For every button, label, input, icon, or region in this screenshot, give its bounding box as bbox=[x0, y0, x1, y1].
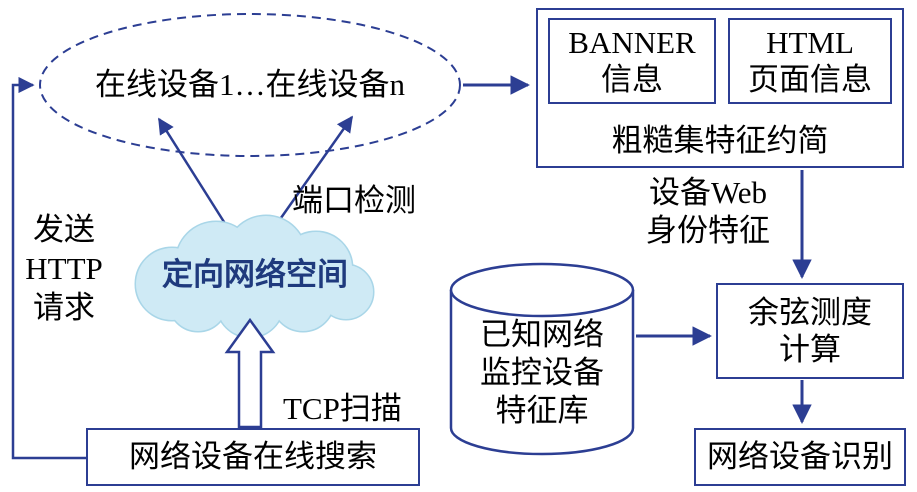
rough-set-label: 粗糙集特征约简 bbox=[611, 123, 829, 159]
feature-db-cylinder bbox=[449, 262, 635, 456]
recognition-box: 网络设备识别 bbox=[694, 428, 906, 486]
cloud-label: 定向网络空间 bbox=[162, 257, 348, 292]
http-request-label: 发送 HTTP 请求 bbox=[25, 212, 103, 326]
banner-info-box: BANNER 信息 bbox=[548, 18, 716, 104]
web-identity-label: 设备Web 身份特征 bbox=[646, 175, 770, 248]
port-detection-label: 端口检测 bbox=[292, 183, 416, 218]
feature-db-label: 已知网络 监控设备 特征库 bbox=[480, 317, 604, 428]
network-cloud bbox=[134, 214, 375, 339]
feature-extraction-group: BANNER 信息 HTML 页面信息 粗糙集特征约简 bbox=[536, 8, 904, 168]
online-devices-ellipse bbox=[39, 13, 461, 157]
http-request-path bbox=[11, 76, 86, 460]
cosine-box: 余弦测度 计算 bbox=[716, 283, 904, 379]
tcp-scan-block-arrow bbox=[224, 317, 276, 429]
online-devices-label: 在线设备1…在线设备n bbox=[95, 67, 405, 102]
tcp-scan-label: TCP扫描 bbox=[283, 391, 402, 426]
search-box: 网络设备在线搜索 bbox=[86, 428, 420, 486]
html-info-box: HTML 页面信息 bbox=[728, 18, 892, 104]
